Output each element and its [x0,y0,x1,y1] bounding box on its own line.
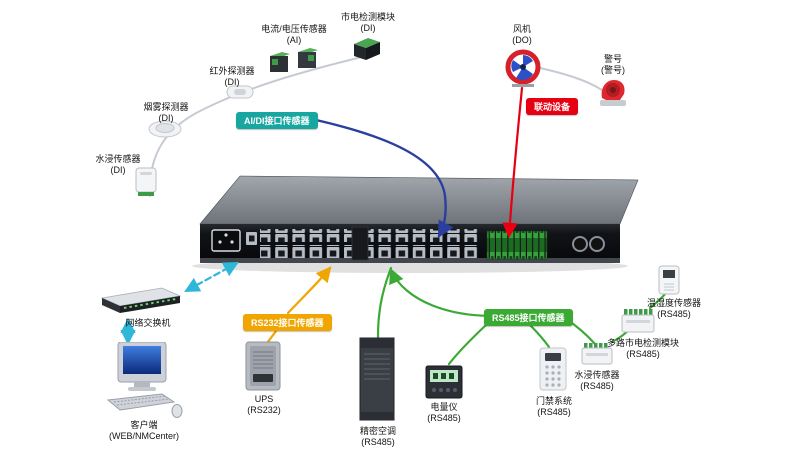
label-fan: 风机(DO) [512,24,532,46]
panel-module-block [351,226,369,261]
rs485-door-line [528,323,551,349]
door-access-icon [538,346,568,392]
monitoring-unit-chassis [192,175,639,273]
badge-rs232-sensors: RS232接口传感器 [243,314,332,331]
round-connector [589,236,605,252]
label-water-sensor-di: 水浸传感器(DI) [95,154,141,176]
label-precision-ac: 精密空调(RS485) [359,426,396,448]
rs485-chain-line-3 [648,292,667,310]
label-temp-humidity-sensor: 温湿度传感器(RS485) [646,298,701,320]
label-door-access: 门禁系统(RS485) [535,396,572,418]
mains-detect-module-icon [350,36,382,62]
client-computer-icon [104,341,184,420]
infrared-detector-icon [226,84,254,100]
badge-aidi-sensors: AI/DI接口传感器 [236,112,318,129]
smoke-detector-icon [148,120,182,138]
label-siren: 警号(警号) [601,54,625,76]
label-current-voltage-sensor: 电流/电压传感器(AI) [261,24,327,46]
chassis-top-face [199,175,639,225]
terminal-block [486,230,548,260]
label-smoke-detector: 烟雾探测器(DI) [143,102,189,124]
water-sensor-rs485-icon [580,340,614,366]
ups-icon [244,340,282,392]
rj45-port-row-bottom [260,245,480,258]
badge-linkage-devices: 联动设备 [526,98,579,115]
ai-di-connection-line [314,118,454,239]
device-switch-link [184,261,239,293]
label-client: 客户端(WEB/NMCenter) [108,420,179,442]
temp-humidity-sensor-icon [656,264,682,296]
rs485-ac-line [376,266,393,339]
label-infrared-detector: 红外探测器(DI) [209,66,255,88]
rs232-connection-line [286,266,332,315]
round-connector [572,236,588,252]
label-water-sensor-rs485: 水浸传感器(RS485) [574,370,620,392]
label-ups: UPS(RS232) [247,394,281,416]
power-inlet-pin [230,240,234,244]
power-inlet [211,229,241,252]
rs485-meter-line [447,323,488,366]
power-inlet-pin [218,240,222,244]
power-meter-icon [424,364,464,400]
network-switch-icon [96,286,182,316]
console-port-hole [249,235,255,242]
label-power-meter: 电量仪(RS485) [427,402,461,424]
sensor-chain-line [148,56,363,197]
siren-icon [596,76,630,108]
linkage-connection-line [502,86,524,239]
rj45-port-row-top [260,229,480,242]
precision-ac-icon [356,336,398,424]
badge-rs485-sensors: RS485接口传感器 [484,309,573,326]
current-voltage-sensor-icon [268,46,320,76]
fan-icon [504,48,542,88]
fan-siren-line [539,67,603,91]
power-inlet-pin [224,233,228,237]
label-multi-mains-module: 多路市电检测模块(RS485) [606,338,679,360]
water-sensor-di-icon [133,166,159,198]
chassis-bottom-edge [200,258,620,263]
label-network-switch: 网络交换机 [125,318,171,328]
multi-mains-module-icon [620,306,656,334]
label-mains-detect-module: 市电检测模块(DI) [340,12,395,34]
